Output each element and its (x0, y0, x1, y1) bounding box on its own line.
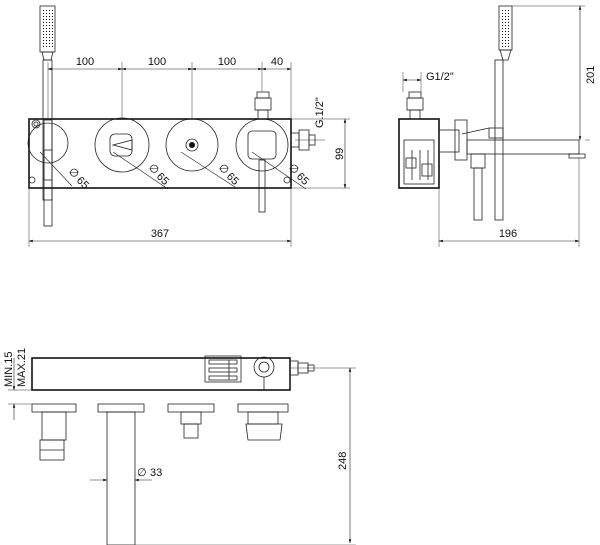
front-view: 100 100 100 40 G.1/2" 99 ∅ 65 ∅ 65 ∅ 65 … (27, 5, 350, 247)
dim-dia-1: 65 (74, 175, 91, 192)
dim-wall-max: MAX.21 (16, 348, 28, 387)
dim-spacing-c: 100 (218, 56, 236, 68)
dim-side-depth: 196 (499, 228, 517, 240)
dim-dia-2: 65 (154, 171, 171, 188)
front-mounting-plate (28, 118, 292, 189)
side-body (398, 118, 440, 189)
dim-total-width: 367 (151, 228, 169, 240)
side-fitting (290, 129, 325, 151)
dim-spacing-end: 40 (271, 56, 283, 68)
hand-shower (27, 5, 69, 227)
dim-dia-3: 65 (224, 171, 241, 188)
top-valve-stem (167, 403, 215, 439)
top-body (31, 357, 291, 391)
side-hand-shower (488, 5, 513, 221)
side-top-fitting (406, 91, 424, 120)
spout-tube (106, 411, 136, 545)
dim-body-height: 99 (334, 148, 346, 160)
dim-spout-height: 248 (337, 452, 349, 470)
top-mixer-stem (237, 403, 289, 441)
dim-wall-min: MIN.15 (3, 352, 15, 387)
top-hand-shower-outlet (31, 403, 77, 461)
dim-spacing-b: 100 (148, 56, 166, 68)
dim-spacing-a: 100 (76, 56, 94, 68)
valve-rosette (165, 118, 219, 172)
dim-thread-front: G.1/2" (314, 97, 326, 128)
side-view: G1/2" 201 196 (398, 5, 597, 247)
top-view: MIN.15 MAX.21 (3, 348, 356, 545)
dim-side-height: 201 (585, 66, 597, 84)
dim-dia-4: 65 (294, 171, 311, 188)
dim-thread-side: G1/2" (426, 71, 454, 83)
top-fitting (254, 91, 272, 120)
top-spout (97, 403, 145, 545)
diverter-rosette (94, 117, 150, 173)
spout-dia-symbol: ∅ (137, 467, 147, 479)
side-spout (438, 119, 586, 221)
dim-spout-dia: 33 (150, 467, 162, 479)
mixer-rosette (235, 118, 289, 213)
